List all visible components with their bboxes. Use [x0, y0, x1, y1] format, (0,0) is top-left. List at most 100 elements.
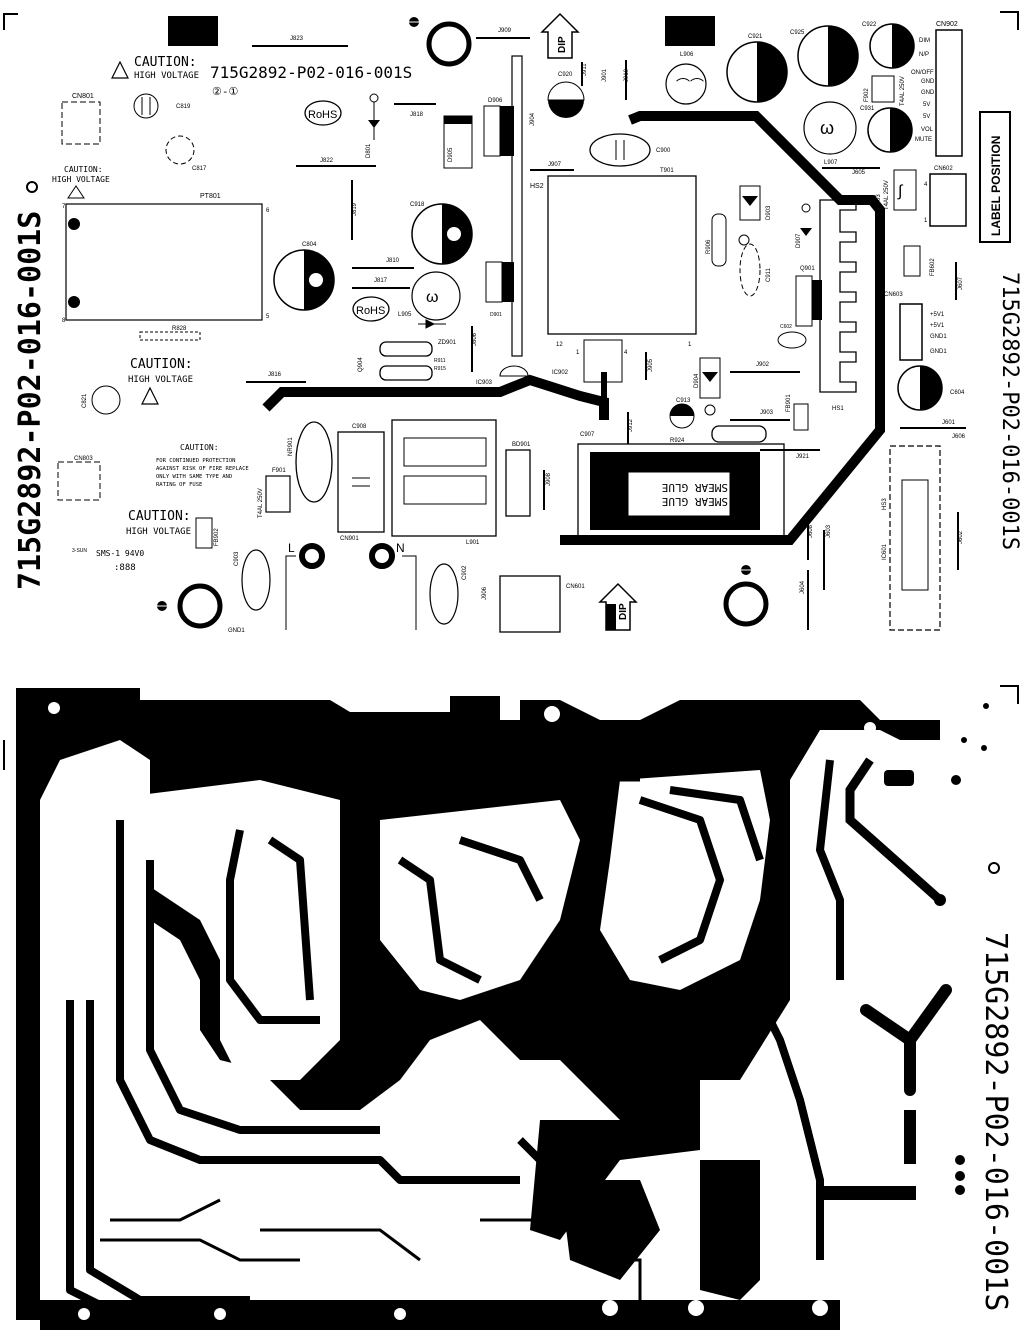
- j905-label: J905: [648, 358, 654, 372]
- l906-inductor: [665, 63, 707, 105]
- mounting-ring-bottom-right: [723, 581, 769, 627]
- caution-left-title: CAUTION:: [64, 165, 103, 174]
- svg-text:ω: ω: [426, 289, 439, 306]
- d907-label: D907: [796, 233, 802, 248]
- copper-bottom-strip: [40, 1300, 840, 1330]
- c925-label: C925: [790, 30, 805, 36]
- screw-icon-top: [406, 17, 422, 27]
- c920-label: C920: [558, 72, 573, 78]
- svg-text:1: 1: [576, 350, 580, 356]
- isolation-line-lower-left: [262, 374, 609, 420]
- f903-rating: T4AL 250V: [884, 180, 890, 210]
- fuse-caution-line1: FOR CONTINUED PROTECTION: [156, 458, 235, 464]
- zd901-label: ZD901: [438, 340, 457, 346]
- l901-label: L901: [466, 540, 480, 546]
- cn902-pin-1: DIM: [919, 38, 930, 44]
- j604-label: J604: [800, 580, 806, 594]
- j602-label: J602: [958, 530, 964, 544]
- caution-top-title: CAUTION:: [134, 55, 197, 70]
- ul-mark: SMS-1 94V0: [96, 549, 144, 558]
- neutral-terminal-label: N: [396, 541, 405, 555]
- ic601-outline: [889, 445, 941, 631]
- part-number-copper-vertical: 715G2892-P02-016-001S: [978, 932, 1013, 1311]
- c908-label: C908: [352, 424, 367, 430]
- d901-label-left: D901: [490, 312, 502, 318]
- j909-label: J909: [498, 28, 512, 34]
- cn603-pin-2: +5V1: [930, 323, 945, 329]
- svg-text:1: 1: [924, 218, 928, 224]
- f902-label: F902: [864, 88, 870, 102]
- svg-text:ω: ω: [820, 118, 834, 138]
- c819-capacitor: [133, 93, 159, 119]
- silk-block-right: [665, 16, 715, 46]
- j902-label: J902: [756, 362, 770, 368]
- c913-label: C913: [676, 398, 691, 404]
- screw-icon-bottom-left: [154, 601, 170, 611]
- hs2-label: HS2: [530, 183, 544, 190]
- l905-label: L905: [398, 312, 412, 318]
- pt801-outline: [65, 203, 263, 321]
- cn801-outline: [61, 101, 101, 145]
- copper-outer-frame: [16, 688, 940, 1320]
- c918-label: C918: [410, 202, 425, 208]
- j818-label: J818: [410, 112, 424, 118]
- neutral-terminal: [369, 543, 395, 569]
- cn601-label: CN601: [566, 584, 585, 590]
- svg-text:∫: ∫: [897, 183, 904, 200]
- c903-capacitor: [241, 549, 271, 611]
- c902-label: C902: [462, 565, 468, 580]
- svg-text:4: 4: [624, 350, 628, 356]
- hv-warning-icon: [111, 60, 129, 79]
- d904-label: D904: [694, 373, 700, 388]
- l901-outline: [391, 419, 497, 537]
- caution-left-hv: HIGH VOLTAGE: [52, 175, 110, 184]
- r924-label: R924: [670, 438, 685, 444]
- j605-label: J605: [852, 170, 866, 176]
- corner-mark-top-right: [1000, 11, 1019, 30]
- cn902-pin-7: 5V: [923, 114, 930, 120]
- gnd1-label: GND1: [228, 628, 245, 634]
- caution-mid-hv: HIGH VOLTAGE: [128, 375, 193, 385]
- l907-inductor: [803, 101, 857, 155]
- cn901-label: CN901: [340, 536, 359, 542]
- l906-label: L906: [680, 52, 694, 58]
- j912-label: J912: [628, 418, 634, 432]
- copper-void-left: [100, 780, 340, 1080]
- j603-label: J603: [826, 524, 832, 538]
- cn603-pin-4: GND1: [930, 349, 947, 355]
- j819-label: J819: [352, 202, 358, 216]
- fuse-caution-title: CAUTION:: [180, 443, 219, 452]
- rohs-text-top: RoHS: [308, 109, 337, 121]
- part-number-top: 715G2892-P02-016-001S: [210, 63, 412, 82]
- j607-label: J607: [958, 276, 964, 290]
- ic601-label: IC601: [882, 543, 888, 560]
- svg-text:8: 8: [62, 318, 66, 324]
- hs1-heatsink: [819, 199, 857, 393]
- c819-label: C819: [176, 104, 191, 110]
- d905-label: D905: [448, 147, 454, 162]
- copper-y-pad: [860, 984, 952, 1096]
- mounting-dot-left: [26, 181, 38, 193]
- svg-text:1: 1: [688, 342, 692, 348]
- c922-label: C922: [862, 22, 877, 28]
- svg-text:DIP: DIP: [557, 36, 568, 53]
- cn902-pin-8: VOL: [921, 127, 934, 133]
- j806-label: J806: [472, 332, 478, 346]
- part-number-left-vertical: 715G2892-P02-016-001S: [13, 211, 48, 590]
- cn603-pin-1: +5V1: [930, 312, 945, 318]
- svg-text:12: 12: [556, 342, 563, 348]
- c907-capacitor: [577, 443, 785, 545]
- caution-bottom-hv: HIGH VOLTAGE: [126, 527, 191, 537]
- svg-text:6: 6: [266, 208, 270, 214]
- j903-label: J903: [760, 410, 774, 416]
- d801-label: D801: [366, 143, 372, 158]
- copper-void-right: [600, 770, 770, 990]
- j921-label: J921: [796, 454, 810, 460]
- caution-mid-title: CAUTION:: [130, 357, 193, 372]
- r906-label: R906: [706, 239, 712, 254]
- cn602-outline: [929, 173, 967, 227]
- mounting-dot-right: [988, 862, 1000, 874]
- c900-label: C900: [656, 148, 671, 154]
- hv-warning-icon-mid: [141, 386, 159, 405]
- j911-label: J911: [582, 63, 588, 76]
